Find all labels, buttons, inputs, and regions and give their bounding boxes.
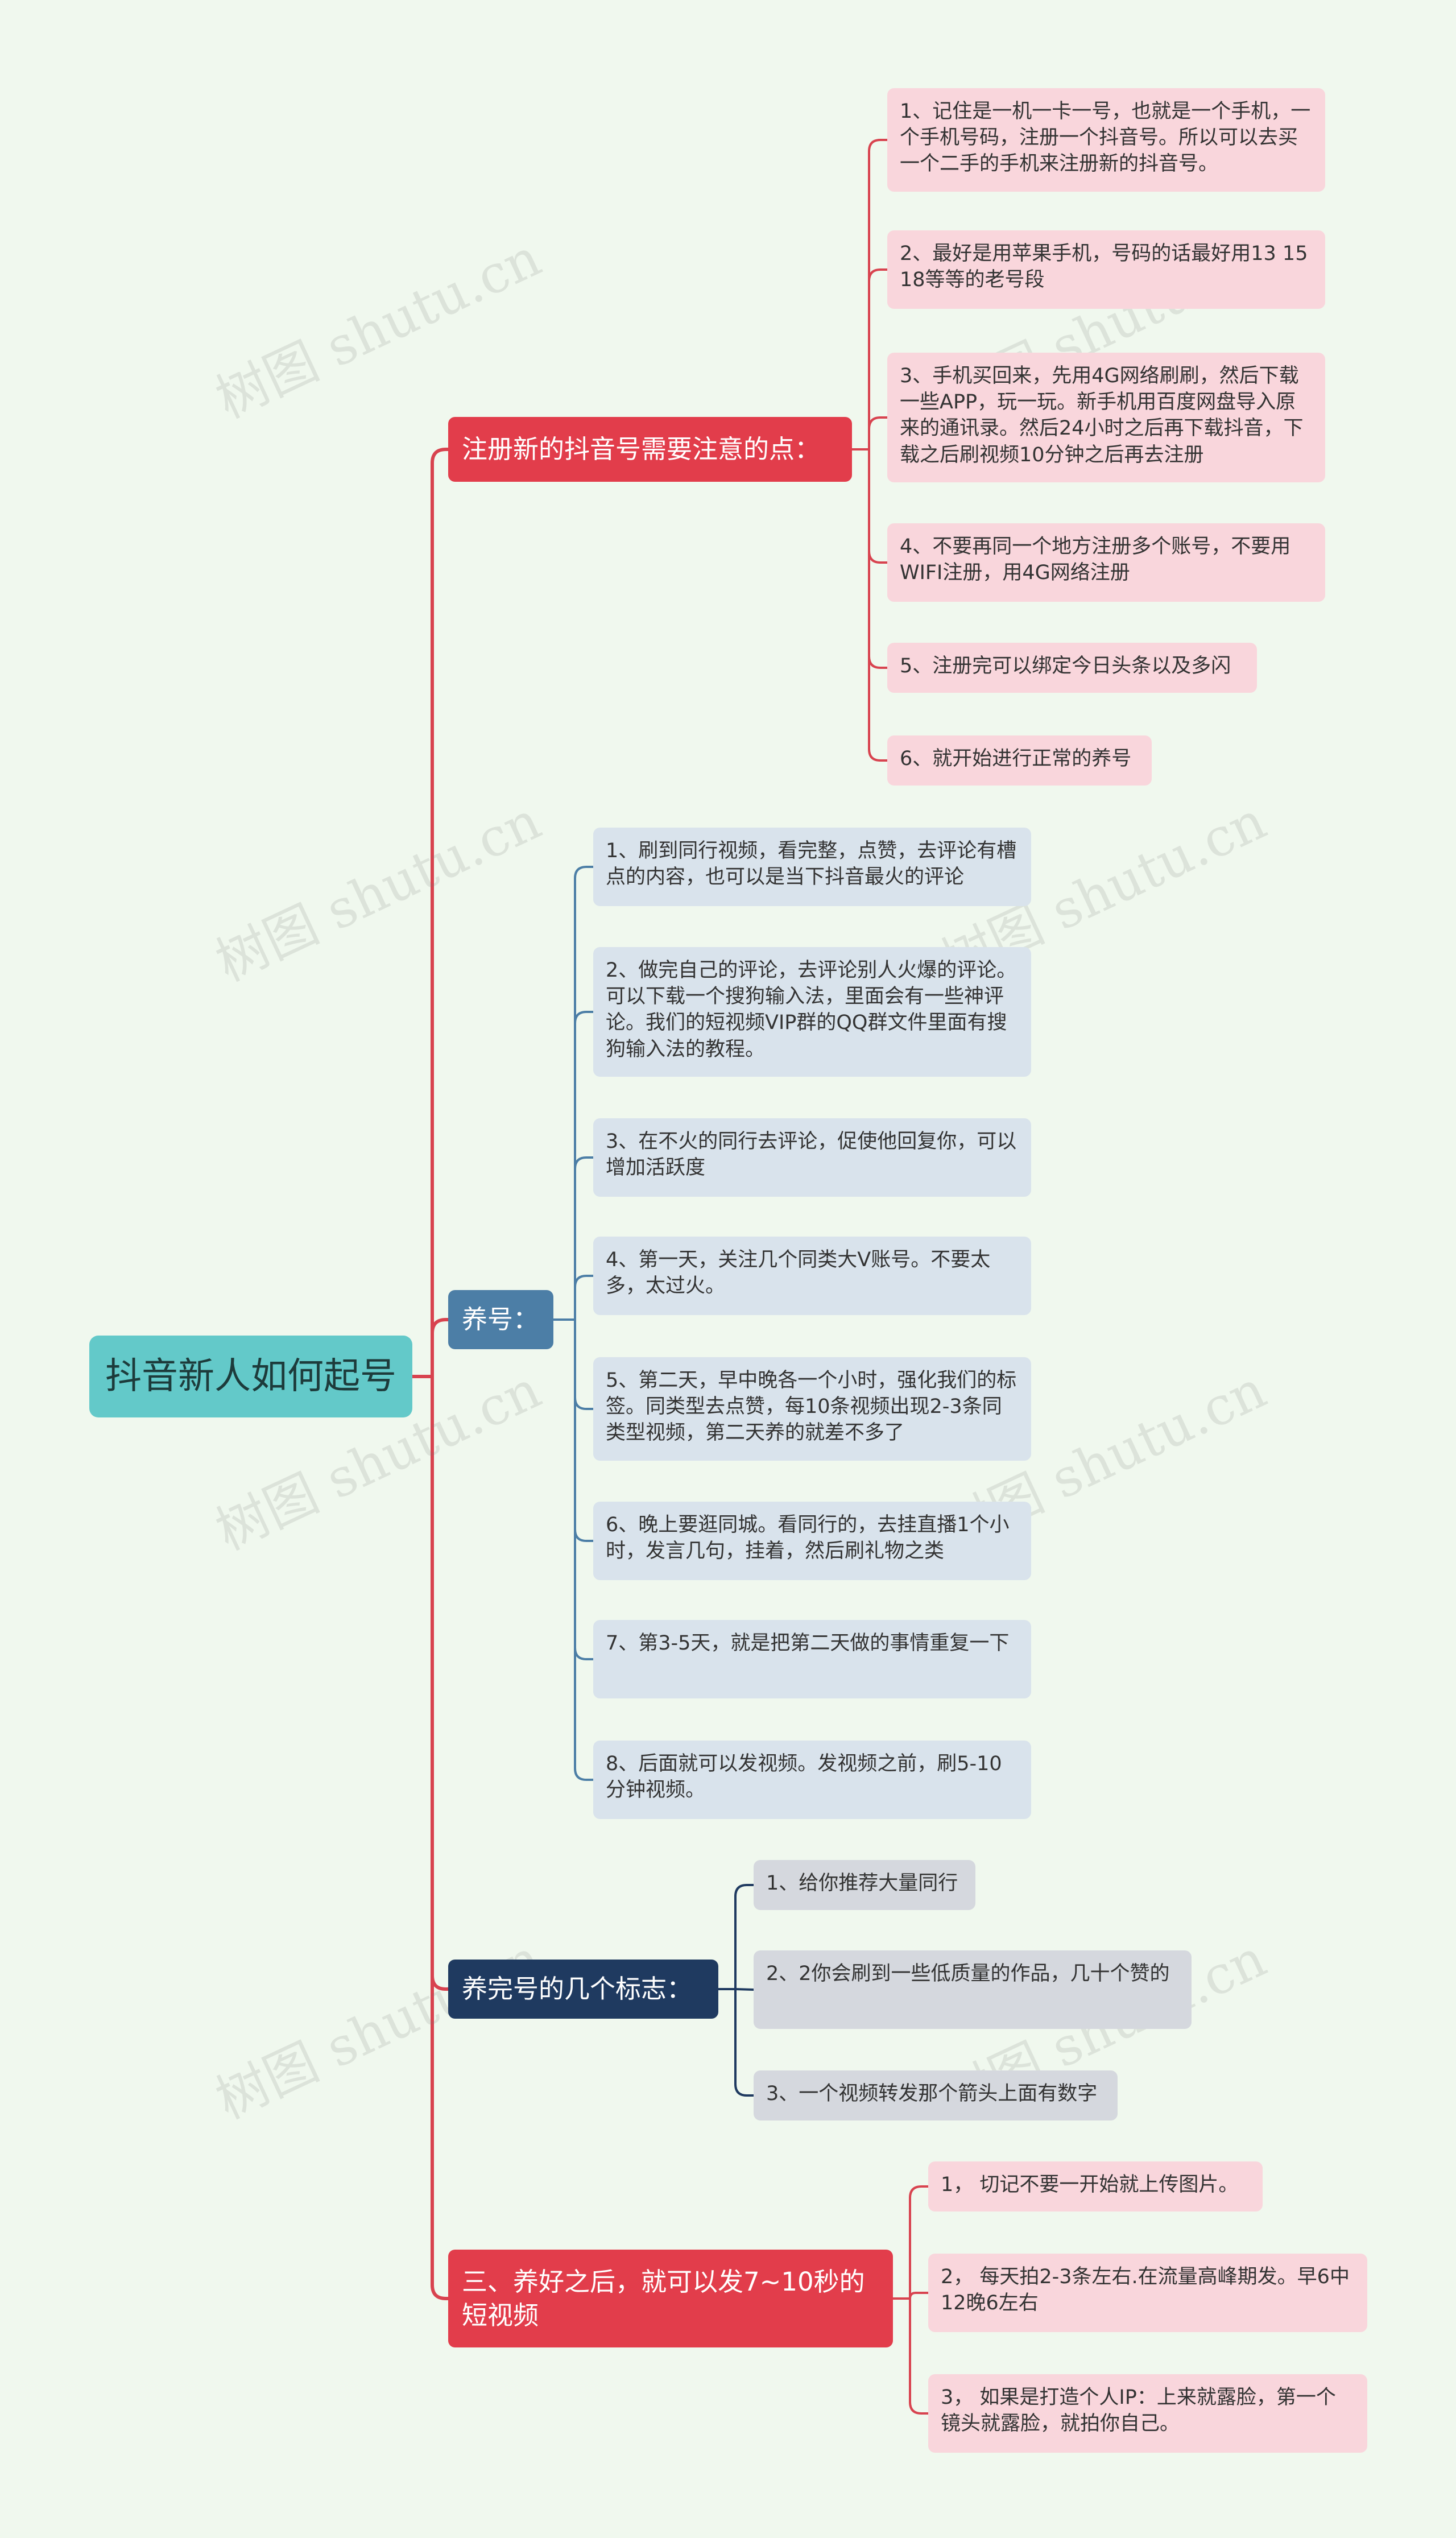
leaf-sign-2[interactable]: 2、2你会刷到一些低质量的作品，几十个赞的 — [754, 1950, 1192, 2029]
leaf-post-1[interactable]: 1， 切记不要一开始就上传图片。 — [928, 2161, 1263, 2212]
leaf-register-5[interactable]: 5、注册完可以绑定今日头条以及多闪 — [887, 643, 1257, 693]
connector-root-branch-3 — [431, 1375, 450, 2300]
leaf-nurture-6[interactable]: 6、晚上要逛同城。看同行的，去挂直播1个小时，发言几句，挂着，然后刷礼物之类 — [593, 1502, 1031, 1580]
branch-register-notes[interactable]: 注册新的抖音号需要注意的点： — [448, 417, 852, 482]
branch-post-short-video[interactable]: 三、养好之后，就可以发7~10秒的短视频 — [448, 2250, 893, 2347]
leaf-post-3[interactable]: 3， 如果是打造个人IP：上来就露脸，第一个镜头就露脸，就拍你自己。 — [928, 2374, 1367, 2453]
connector-leaf-1-5 — [574, 1318, 594, 1542]
leaf-nurture-8[interactable]: 8、后面就可以发视频。发视频之前，刷5-10分钟视频。 — [593, 1741, 1031, 1819]
branch-account-nurturing[interactable]: 养号： — [448, 1290, 553, 1349]
leaf-register-2[interactable]: 2、最好是用苹果手机，号码的话最好用13 15 18等等的老号段 — [887, 230, 1325, 309]
connector-root-branch-0 — [431, 448, 450, 1378]
connector-root-branch-1 — [431, 1318, 450, 1378]
leaf-nurture-3[interactable]: 3、在不火的同行去评论，促使他回复你，可以增加活跃度 — [593, 1118, 1031, 1197]
connector-leaf-2-2 — [734, 1988, 755, 2097]
leaf-nurture-7[interactable]: 7、第3-5天，就是把第二天做的事情重复一下 — [593, 1620, 1031, 1698]
branch-nurture-signs[interactable]: 养完号的几个标志： — [448, 1960, 718, 2019]
connector-leaf-1-7 — [574, 1318, 594, 1781]
connector-leaf-3-2 — [909, 2297, 929, 2415]
leaf-nurture-4[interactable]: 4、第一天，关注几个同类大V账号。不要太多，太过火。 — [593, 1237, 1031, 1315]
connector-leaf-0-5 — [868, 448, 888, 762]
connector-leaf-1-0 — [574, 866, 594, 1321]
connector-leaf-2-0 — [734, 1884, 755, 1990]
leaf-register-4[interactable]: 4、不要再同一个地方注册多个账号，不要用WIFI注册，用4G网络注册 — [887, 523, 1325, 602]
leaf-sign-1[interactable]: 1、给你推荐大量同行 — [754, 1860, 975, 1910]
connector-leaf-1-1 — [574, 1011, 594, 1321]
connector-leaf-1-4 — [574, 1318, 594, 1410]
connector-leaf-3-0 — [909, 2185, 929, 2300]
connector-leaf-0-2 — [868, 416, 888, 450]
leaf-sign-3[interactable]: 3、一个视频转发那个箭头上面有数字 — [754, 2070, 1118, 2120]
root-node[interactable]: 抖音新人如何起号 — [89, 1336, 412, 1417]
leaf-nurture-1[interactable]: 1、刷到同行视频，看完整，点赞，去评论有槽点的内容，也可以是当下抖音最火的评论 — [593, 828, 1031, 906]
leaf-register-6[interactable]: 6、就开始进行正常的养号 — [887, 735, 1152, 786]
connector-leaf-0-1 — [868, 268, 888, 450]
connector-leaf-0-0 — [868, 139, 888, 450]
leaf-nurture-2[interactable]: 2、做完自己的评论，去评论别人火爆的评论。可以下载一个搜狗输入法，里面会有一些神… — [593, 947, 1031, 1077]
connector-leaf-1-2 — [574, 1156, 594, 1321]
leaf-register-1[interactable]: 1、记住是一机一卡一号，也就是一个手机，一个手机号码，注册一个抖音号。所以可以去… — [887, 88, 1325, 192]
connector-leaf-0-3 — [868, 448, 888, 564]
connector-leaf-2-1 — [734, 1988, 755, 1991]
leaf-register-3[interactable]: 3、手机买回来，先用4G网络刷刷，然后下载一些APP，玩一玩。新手机用百度网盘导… — [887, 353, 1325, 482]
connector-leaf-1-6 — [574, 1318, 594, 1660]
connector-leaf-3-1 — [909, 2292, 929, 2300]
leaf-nurture-5[interactable]: 5、第二天，早中晚各一个小时，强化我们的标签。同类型去点赞，每10条视频出现2-… — [593, 1357, 1031, 1461]
leaf-post-2[interactable]: 2， 每天拍2-3条左右.在流量高峰期发。早6中12晚6左右 — [928, 2254, 1367, 2332]
connector-leaf-1-3 — [574, 1275, 594, 1321]
